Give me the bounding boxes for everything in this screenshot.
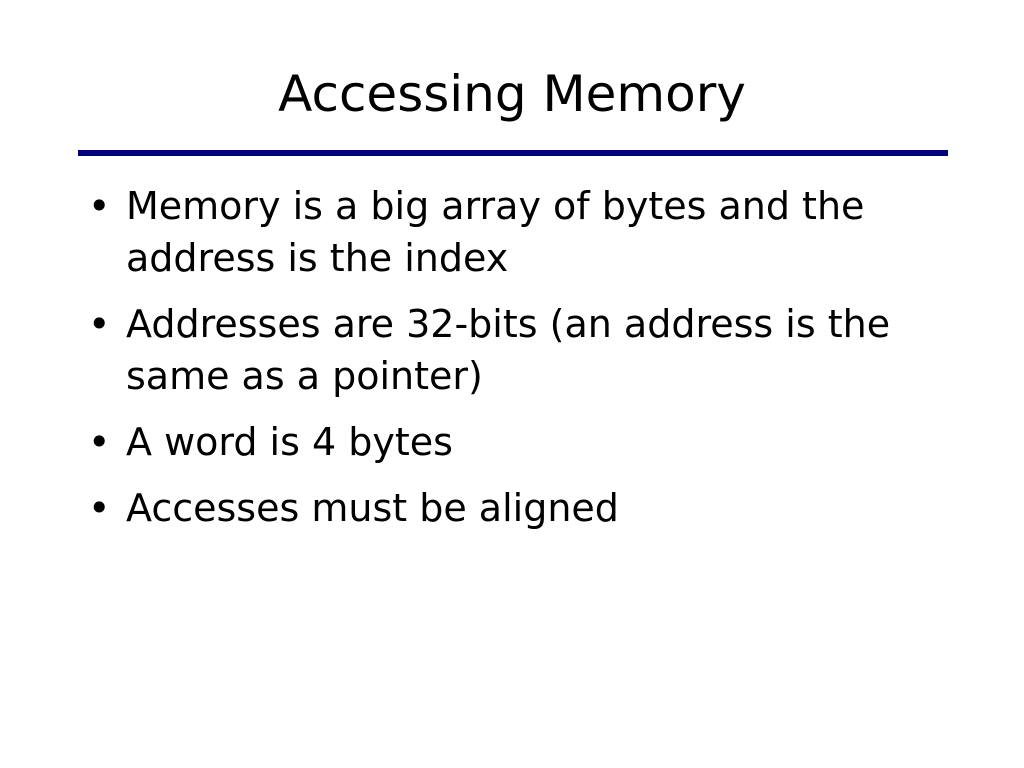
bullet-marker: • — [88, 486, 111, 530]
bullet-text: A word is 4 bytes — [126, 420, 453, 464]
bullet-marker: • — [88, 184, 111, 228]
bullet-item: • A word is 4 bytes — [88, 416, 948, 468]
slide-title: Accessing Memory — [278, 65, 746, 123]
title-underline — [78, 150, 948, 156]
bullet-item: • Accesses must be aligned — [88, 482, 948, 534]
bullet-text: Accesses must be aligned — [126, 486, 619, 530]
bullet-item: • Memory is a big array of bytes and the… — [88, 180, 948, 284]
bullet-marker: • — [88, 420, 111, 464]
bullet-text: Memory is a big array of bytes and the a… — [126, 184, 865, 280]
bullet-item: • Addresses are 32-bits (an address is t… — [88, 298, 948, 402]
bullet-list: • Memory is a big array of bytes and the… — [88, 180, 948, 548]
bullet-text: Addresses are 32-bits (an address is the… — [126, 302, 891, 398]
bullet-marker: • — [88, 302, 111, 346]
